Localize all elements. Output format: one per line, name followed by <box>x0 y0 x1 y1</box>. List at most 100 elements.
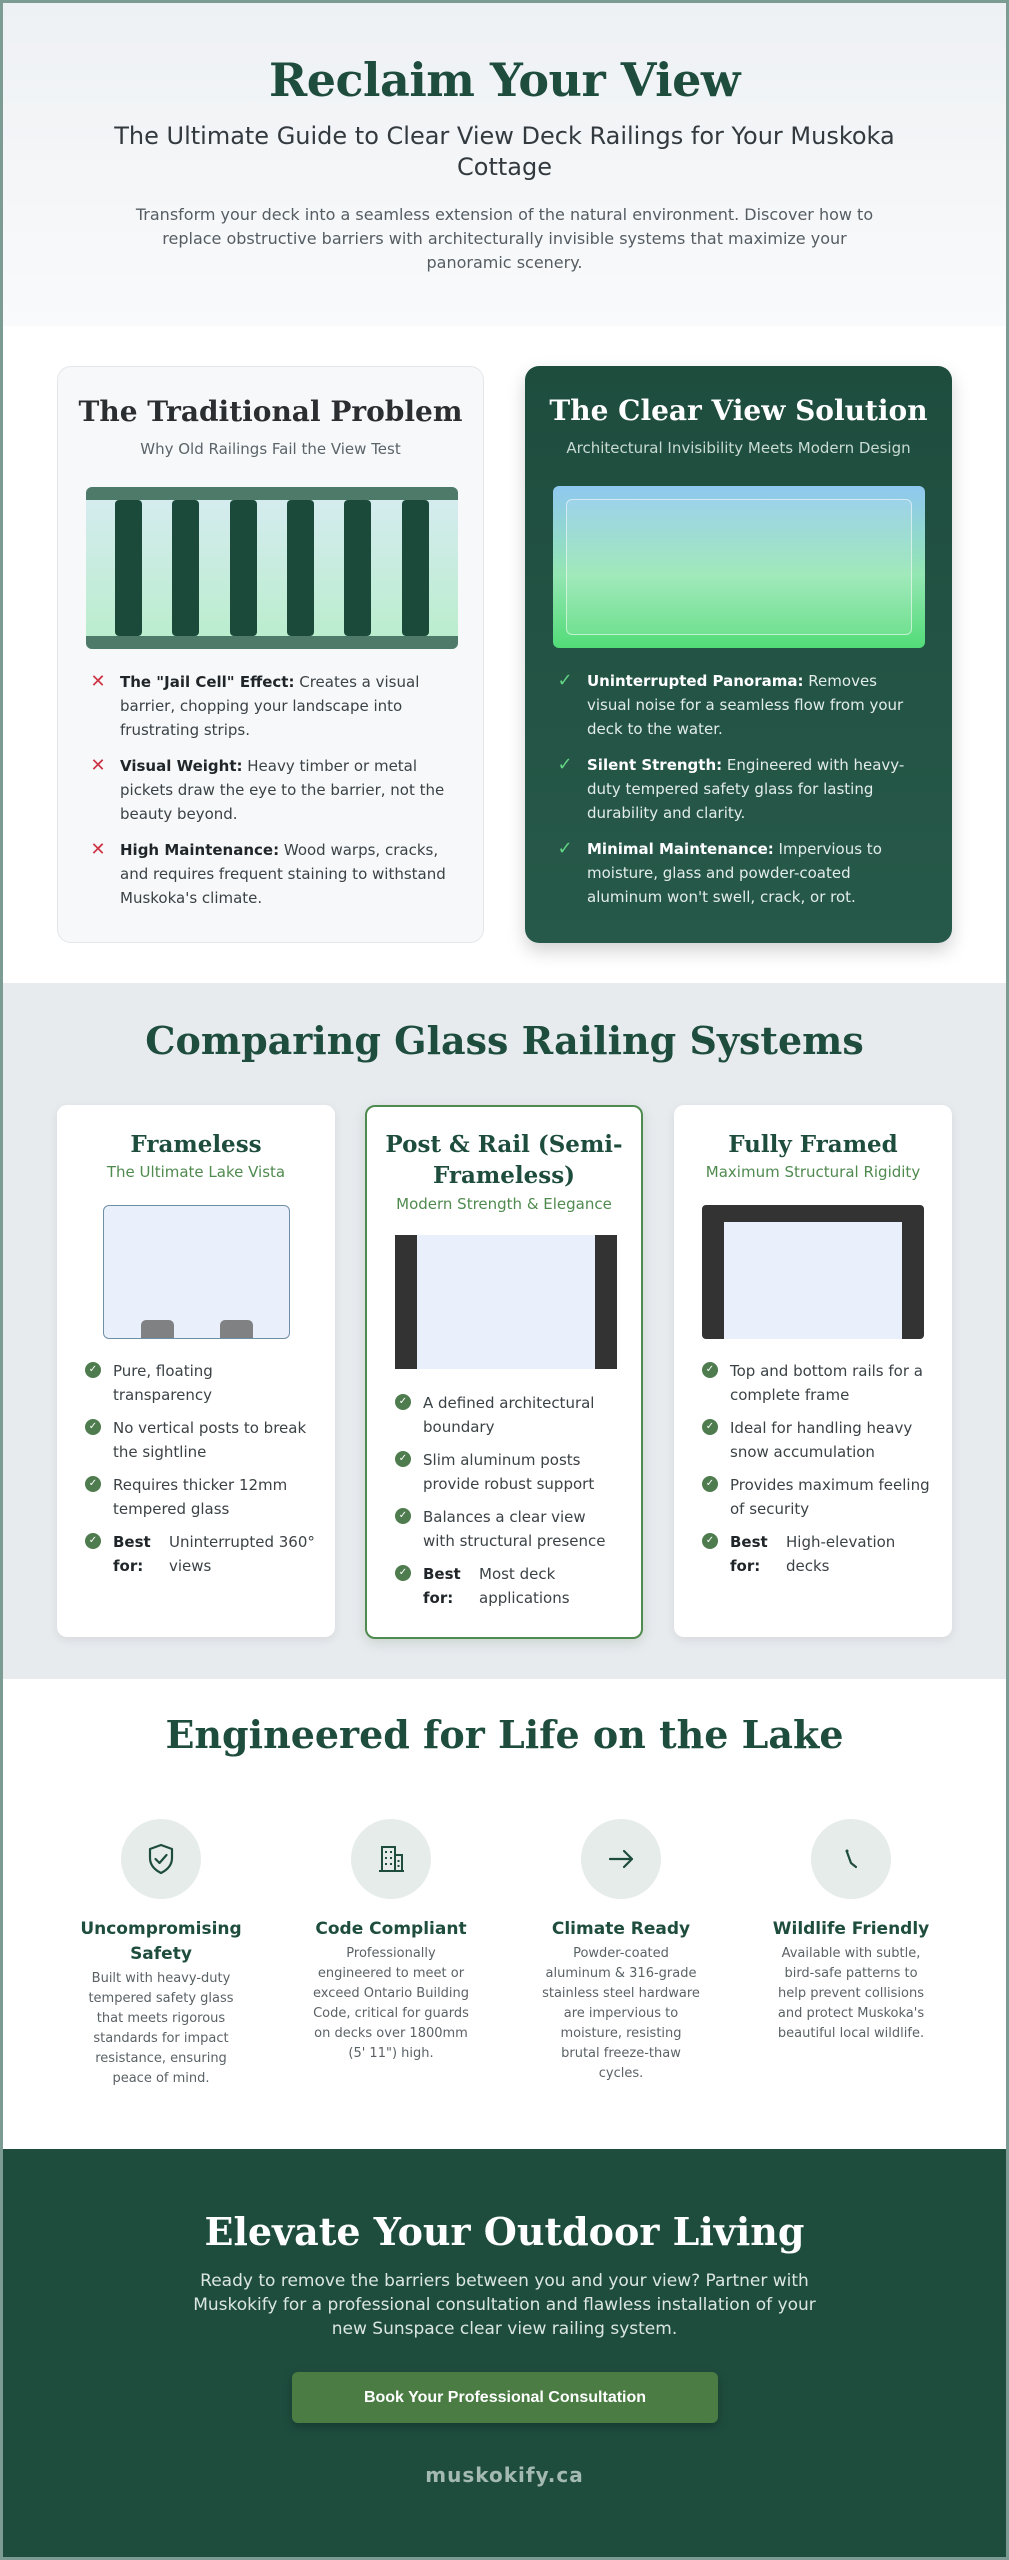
clear-view-solution-card: The Clear View Solution Architectural In… <box>525 366 952 943</box>
problem-subtitle: Why Old Railings Fail the View Test <box>140 440 401 458</box>
system-feature: Ideal for handling heavy snow accumulati… <box>730 1419 913 1461</box>
solution-item-title: Minimal Maintenance: <box>587 840 774 858</box>
check-circle-icon: ✓ <box>395 1451 411 1467</box>
solution-item-text: Removes visual noise for a seamless flow… <box>587 672 904 738</box>
system-title: Frameless <box>130 1131 262 1158</box>
problem-item-text: Creates a visual barrier, chopping your … <box>120 673 420 739</box>
check-icon: ✓ <box>557 754 573 775</box>
solution-subtitle: Architectural Invisibility Meets Modern … <box>566 439 911 457</box>
icon-circle <box>121 1819 201 1899</box>
check-circle-icon: ✓ <box>85 1419 101 1435</box>
post-rail-card: Post & Rail (Semi-Frameless) Modern Stre… <box>365 1105 643 1639</box>
best-for-label: Best for: <box>423 1565 461 1607</box>
best-for-value: Uninterrupted 360° views <box>169 1533 315 1575</box>
feature-title: Wildlife Friendly <box>772 1919 930 1939</box>
system-feature: Balances a clear view with structural pr… <box>423 1508 606 1550</box>
icon-circle <box>351 1819 431 1899</box>
system-tagline: Maximum Structural Rigidity <box>705 1163 921 1181</box>
picket <box>115 500 142 636</box>
system-tagline: The Ultimate Lake Vista <box>106 1163 286 1181</box>
solution-item-title: Uninterrupted Panorama: <box>587 672 804 690</box>
cta-title: Elevate Your Outdoor Living <box>204 2209 805 2254</box>
solution-item-text: Impervious to moisture, glass and powder… <box>587 840 882 906</box>
site-link[interactable]: muskokify.ca <box>425 2463 584 2487</box>
system-title: Fully Framed <box>728 1131 898 1158</box>
cta-text: Ready to remove the barriers between you… <box>193 2271 816 2339</box>
x-icon: ✕ <box>90 755 106 776</box>
problem-item-text: Wood warps, cracks, and requires frequen… <box>120 841 446 907</box>
post-rail-illustration <box>395 1235 617 1369</box>
system-feature: No vertical posts to break the sightline <box>113 1419 307 1461</box>
feature-title: Code Compliant <box>315 1919 467 1939</box>
system-feature: Requires thicker 12mm tempered glass <box>113 1476 288 1518</box>
system-feature: Pure, floating transparency <box>113 1362 213 1404</box>
feature-text: Professionally engineered to meet or exc… <box>312 1946 470 2061</box>
system-feature: Top and bottom rails for a complete fram… <box>730 1362 923 1404</box>
check-circle-icon: ✓ <box>395 1394 411 1410</box>
problem-title: The Traditional Problem <box>78 395 463 428</box>
system-tagline: Modern Strength & Elegance <box>396 1195 612 1213</box>
book-consultation-button[interactable]: Book Your Professional Consultation <box>292 2372 718 2423</box>
solution-item-text: Engineered with heavy-duty tempered safe… <box>587 756 905 822</box>
system-feature: Provides maximum feeling of security <box>730 1476 930 1518</box>
engineered-section: Engineered for Life on the Lake Uncompro… <box>3 1679 1006 2149</box>
best-for-value: Most deck applications <box>479 1565 570 1607</box>
icon-circle <box>581 1819 661 1899</box>
fully-framed-card: Fully Framed Maximum Structural Rigidity… <box>674 1105 952 1637</box>
shield-check-icon <box>148 1843 174 1875</box>
system-feature: A defined architectural boundary <box>423 1394 595 1436</box>
check-circle-icon: ✓ <box>85 1476 101 1492</box>
frameless-illustration <box>103 1205 290 1339</box>
frameless-card: Frameless The Ultimate Lake Vista ✓ Pure… <box>57 1105 335 1637</box>
framed-glass-pane <box>724 1222 902 1339</box>
picket <box>230 500 257 636</box>
check-circle-icon: ✓ <box>85 1533 101 1549</box>
icon-circle <box>811 1819 891 1899</box>
check-circle-icon: ✓ <box>702 1419 718 1435</box>
arrow-right-icon <box>608 1849 634 1869</box>
problem-item-text: Heavy timber or metal pickets draw the e… <box>120 757 445 823</box>
check-circle-icon: ✓ <box>395 1565 411 1581</box>
check-icon: ✓ <box>557 670 573 691</box>
glass-railing-illustration <box>553 486 925 648</box>
solution-item-title: Silent Strength: <box>587 756 723 774</box>
x-icon: ✕ <box>90 671 106 692</box>
glass-clamp <box>141 1320 174 1338</box>
feature-text: Available with subtle, bird-safe pattern… <box>777 1946 925 2041</box>
feature-text: Powder-coated aluminum & 316-grade stain… <box>542 1946 700 2081</box>
picket-railing-illustration <box>86 487 458 649</box>
hero-subtitle: The Ultimate Guide to Clear View Deck Ra… <box>114 122 895 181</box>
picket <box>172 500 199 636</box>
systems-title: Comparing Glass Railing Systems <box>145 1018 864 1063</box>
picket <box>402 500 429 636</box>
check-icon: ✓ <box>557 838 573 859</box>
top-rail <box>86 487 458 500</box>
best-for-label: Best for: <box>730 1533 768 1575</box>
check-circle-icon: ✓ <box>702 1533 718 1549</box>
bottom-rail <box>86 636 458 649</box>
hero-section: Reclaim Your View The Ultimate Guide to … <box>3 3 1006 326</box>
engineered-title: Engineered for Life on the Lake <box>165 1712 844 1757</box>
fully-framed-illustration <box>702 1205 924 1339</box>
feature-title: Climate Ready <box>551 1919 691 1939</box>
systems-comparison-section: Comparing Glass Railing Systems Frameles… <box>3 983 1006 1679</box>
x-icon: ✕ <box>90 839 106 860</box>
aluminum-post <box>595 1235 617 1369</box>
problem-item-title: Visual Weight: <box>120 757 243 775</box>
hero-intro: Transform your deck into a seamless exte… <box>135 205 874 272</box>
system-feature: Slim aluminum posts provide robust suppo… <box>423 1451 595 1493</box>
best-for-label: Best for: <box>113 1533 151 1575</box>
check-circle-icon: ✓ <box>702 1476 718 1492</box>
traditional-problem-card: The Traditional Problem Why Old Railings… <box>57 366 484 943</box>
cta-section: Elevate Your Outdoor Living Ready to rem… <box>3 2149 1006 2557</box>
check-circle-icon: ✓ <box>395 1508 411 1524</box>
bird-icon <box>845 1849 858 1869</box>
glass-clamp <box>220 1320 253 1338</box>
picket <box>287 500 314 636</box>
problem-item-title: High Maintenance: <box>120 841 280 859</box>
picket <box>344 500 371 636</box>
system-title: Post & Rail (Semi-Frameless) <box>385 1131 623 1189</box>
best-for-value: High-elevation decks <box>786 1533 896 1575</box>
aluminum-post <box>395 1235 417 1369</box>
